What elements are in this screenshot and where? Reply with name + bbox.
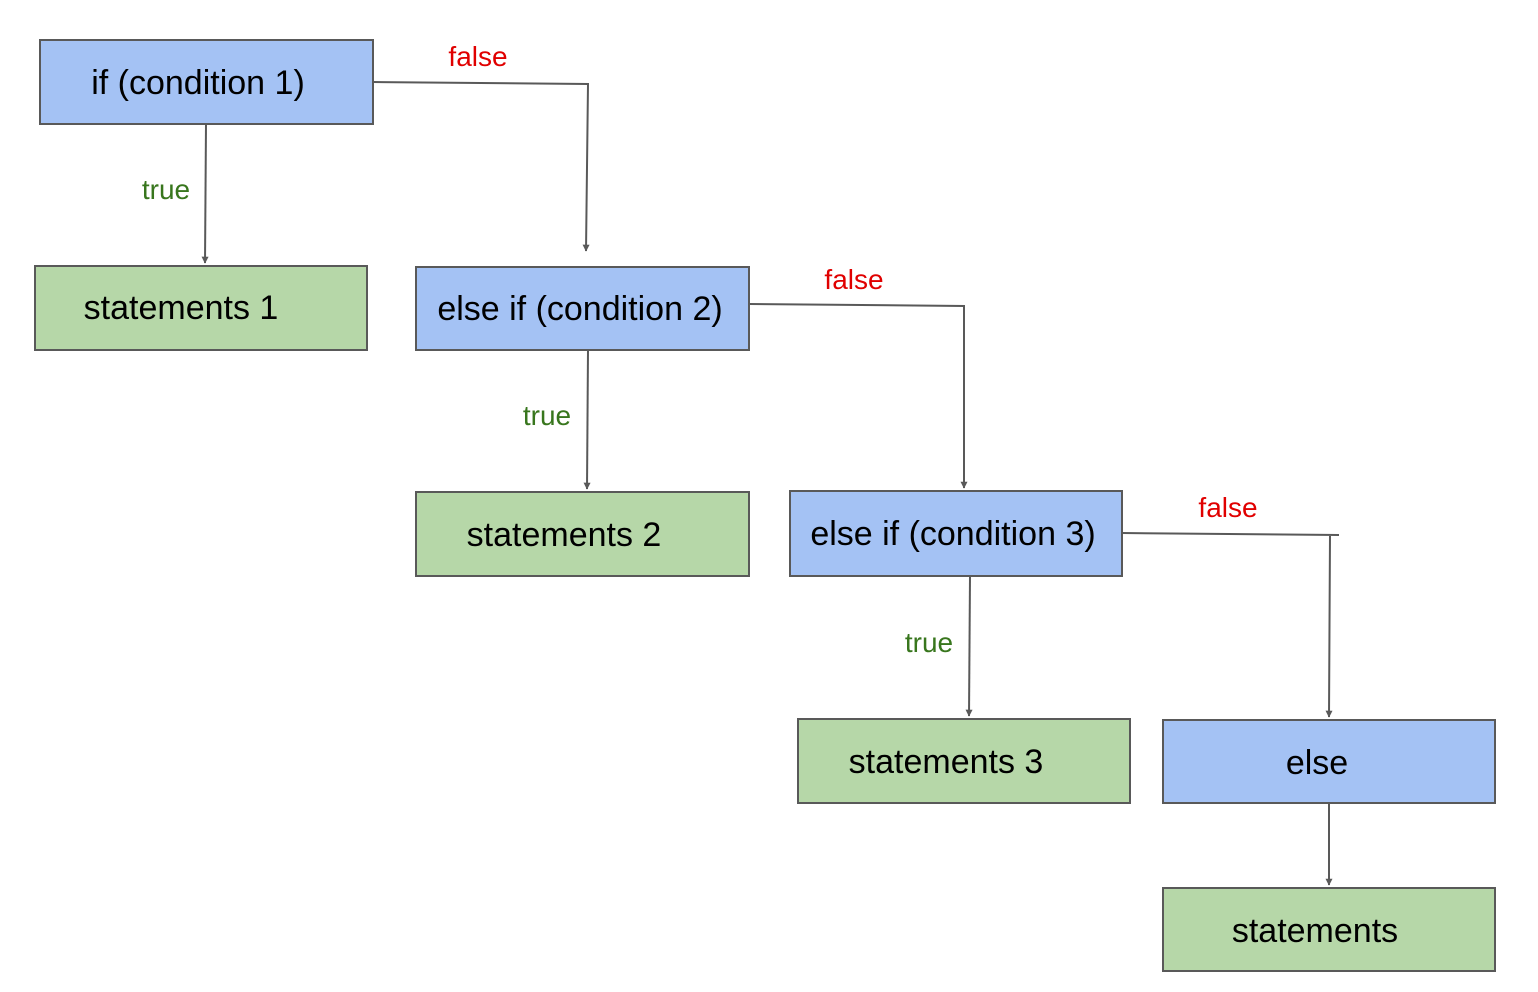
node-statements-1-label: statements 1 xyxy=(84,289,279,327)
node-statements-2-box xyxy=(415,491,750,577)
node-else-if-condition-2-label: else if (condition 2) xyxy=(437,290,722,328)
node-statements-box xyxy=(1162,887,1496,972)
node-statements-1: statements 1 xyxy=(34,265,368,351)
node-statements-1-box xyxy=(34,265,368,351)
node-statements-2: statements 2 xyxy=(415,491,750,577)
edge-labels: false true false true false true xyxy=(142,41,1258,658)
node-else: else xyxy=(1162,719,1496,804)
edge-label-false-2: false xyxy=(824,264,883,295)
node-statements: statements xyxy=(1162,887,1496,972)
edge-label-true-3: true xyxy=(905,627,953,658)
node-else-if-condition-2: else if (condition 2) xyxy=(415,266,750,351)
node-statements-3-box xyxy=(797,718,1131,804)
node-if-condition-1: if (condition 1) xyxy=(39,39,374,125)
node-if-condition-1-box xyxy=(39,39,374,125)
edge-else-if-condition-3-false xyxy=(1121,532,1340,717)
node-statements-label: statements xyxy=(1232,912,1398,950)
edge-label-true-1: true xyxy=(142,174,190,205)
node-if-condition-1-label: if (condition 1) xyxy=(91,64,305,102)
node-statements-2-label: statements 2 xyxy=(467,516,662,554)
node-else-box xyxy=(1162,719,1496,804)
edge-label-true-2: true xyxy=(523,400,571,431)
edge-if-condition-1-false xyxy=(372,81,590,252)
edge-label-false-1: false xyxy=(448,41,507,72)
node-else-label: else xyxy=(1286,744,1348,782)
node-else-if-condition-3-label: else if (condition 3) xyxy=(810,515,1095,553)
edge-else-if-condition-2-true xyxy=(583,349,591,490)
node-else-if-condition-2-box xyxy=(415,266,750,351)
edge-else-if-condition-2-false xyxy=(748,303,968,489)
node-else-if-condition-3-box xyxy=(789,490,1123,577)
node-statements-3-label: statements 3 xyxy=(849,743,1044,781)
node-else-if-condition-3: else if (condition 3) xyxy=(789,490,1123,577)
node-statements-3: statements 3 xyxy=(797,718,1131,804)
edges xyxy=(201,81,1340,886)
edge-if-condition-1-true xyxy=(201,123,209,264)
edge-else-if-condition-3-true xyxy=(965,575,973,717)
edge-label-false-3: false xyxy=(1198,492,1257,523)
